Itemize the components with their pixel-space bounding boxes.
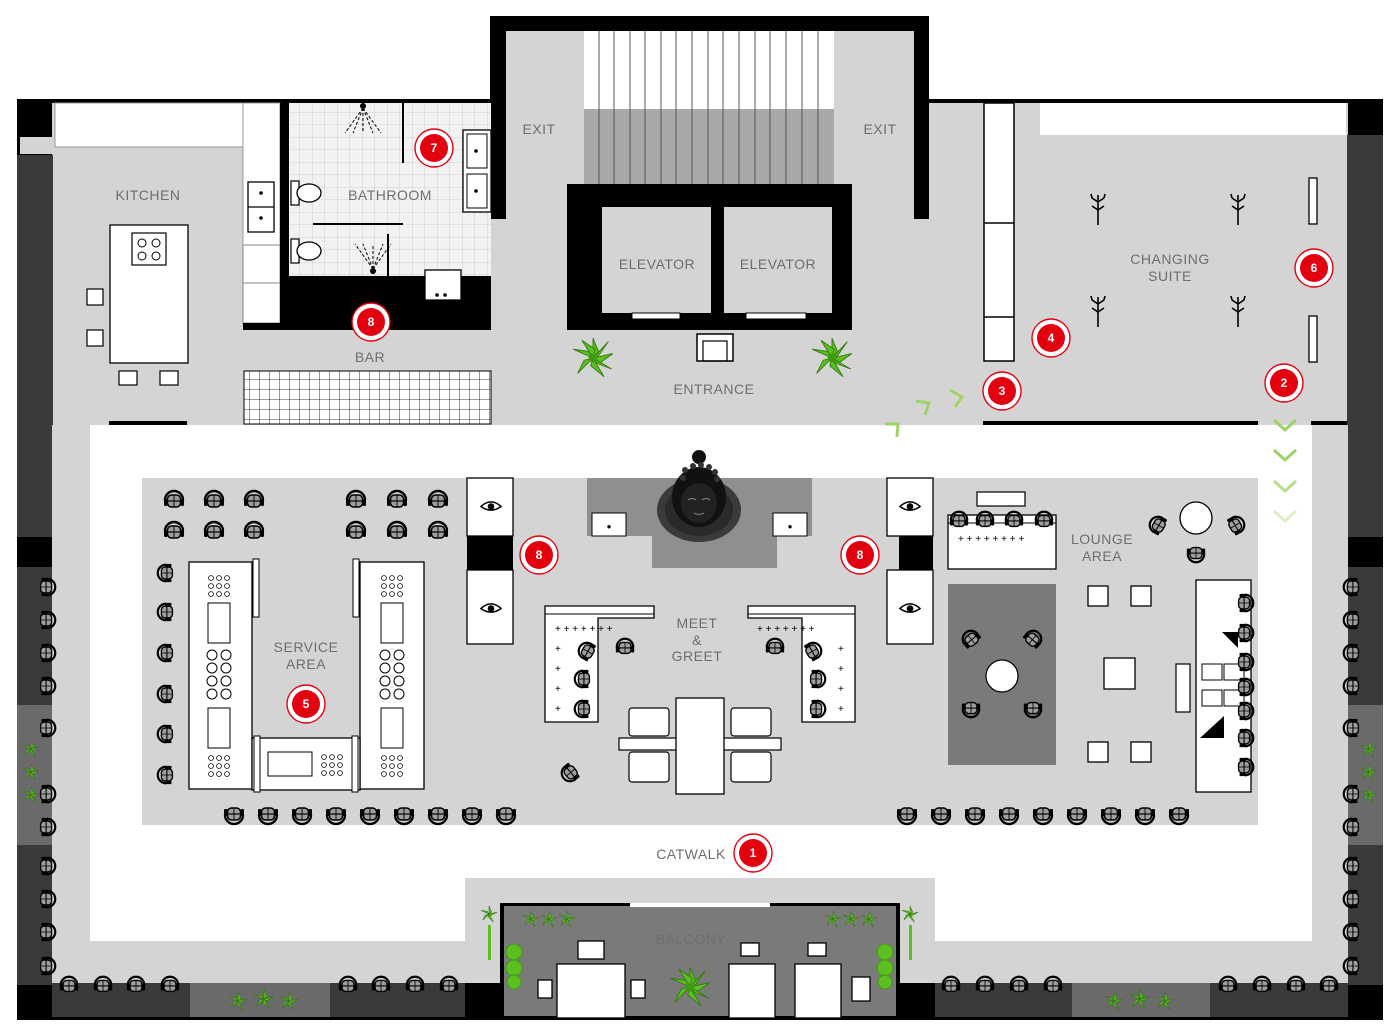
bathroom-floor (288, 103, 491, 276)
marker-6-label: 6 (1311, 261, 1318, 275)
label-kitchen: KITCHEN (116, 187, 181, 203)
marker-5-label: 5 (303, 697, 310, 711)
marker-4[interactable]: 4 (1031, 318, 1071, 358)
changing-bench (983, 102, 1015, 362)
stairs (584, 31, 834, 109)
photo-booth-right (886, 477, 934, 645)
balcony (480, 903, 919, 1019)
label-bar: BAR (355, 349, 385, 365)
bar-counter (243, 370, 492, 425)
marker-1[interactable]: 1 (733, 833, 773, 873)
bar-sink (424, 269, 462, 301)
marker-3[interactable]: 3 (982, 371, 1022, 411)
service-counter (188, 558, 425, 793)
svg-text:+ + + + + + + +: + + + + + + + + (958, 534, 1024, 545)
marker-8-photo-right[interactable]: 8 (840, 535, 880, 575)
marker-7[interactable]: 7 (414, 128, 454, 168)
elevator-left-car (602, 207, 711, 313)
toilet-icon (290, 180, 322, 206)
toilet-icon (290, 238, 322, 264)
marker-8-bar-label: 8 (368, 315, 375, 329)
svg-text:+: + (555, 704, 561, 715)
photo-booth-left (466, 477, 514, 645)
svg-text:+: + (838, 704, 844, 715)
path-arrows (885, 388, 1298, 524)
marker-8-bar[interactable]: 8 (351, 302, 391, 342)
marker-5[interactable]: 5 (286, 684, 326, 724)
marker-2[interactable]: 2 (1264, 363, 1304, 403)
svg-text:+: + (838, 684, 844, 695)
marker-3-label: 3 (999, 384, 1006, 398)
label-balcony: BALCONY (656, 931, 727, 947)
elevator-right-car (724, 207, 832, 313)
window-left (17, 155, 53, 985)
label-entrance: ENTRANCE (673, 381, 754, 397)
stove-icon (131, 232, 167, 266)
marker-1-label: 1 (750, 846, 757, 860)
svg-text:●: ● (607, 522, 612, 531)
buddha-statue-icon (657, 450, 741, 542)
svg-text:+: + (838, 664, 844, 675)
lounge-area: + + + + + + + + (947, 491, 1252, 793)
svg-text:+ + + + + + +: + + + + + + + (757, 624, 815, 635)
marker-2-label: 2 (1281, 376, 1288, 390)
label-bathroom: BATHROOM (348, 187, 432, 203)
label-exit-right: EXIT (863, 121, 896, 137)
marker-7-label: 7 (431, 141, 438, 155)
label-service-area-1: SERVICE (274, 639, 339, 655)
svg-text:+ + + + + + +: + + + + + + + (555, 624, 613, 635)
label-changing-suite-2: SUITE (1148, 268, 1192, 284)
bathroom-sinks (462, 129, 492, 213)
label-exit-left: EXIT (522, 121, 555, 137)
room-labels: KITCHEN BATHROOM EXIT EXIT ELEVATOR ELEV… (116, 121, 1210, 947)
marker-4-label: 4 (1048, 331, 1055, 345)
svg-text:+: + (555, 664, 561, 675)
label-meet-2: & (692, 632, 702, 648)
label-lounge-2: AREA (1082, 548, 1122, 564)
svg-text:+: + (838, 644, 844, 655)
svg-text:+: + (555, 644, 561, 655)
marker-6[interactable]: 6 (1294, 248, 1334, 288)
label-meet-3: GREET (672, 648, 723, 664)
marker-8-photo-left-label: 8 (536, 548, 543, 562)
svg-text:●: ● (788, 522, 793, 531)
label-service-area-2: AREA (286, 656, 326, 672)
svg-text:+: + (555, 684, 561, 695)
event-area: ● ● (188, 450, 1252, 795)
numbered-markers: 1 2 3 4 5 6 7 (286, 128, 1334, 873)
label-elevator-left: ELEVATOR (619, 256, 695, 272)
label-lounge-1: LOUNGE (1071, 531, 1133, 547)
label-catwalk: CATWALK (656, 846, 726, 862)
label-elevator-right: ELEVATOR (740, 256, 816, 272)
meet-greet-seating: + + + + + + + + + + + + + + + + + + + + + + (544, 605, 856, 795)
label-changing-suite-1: CHANGING (1130, 251, 1209, 267)
marker-8-photo-right-label: 8 (857, 548, 864, 562)
changing-wall-window (1040, 103, 1346, 135)
label-meet-1: MEET (677, 615, 718, 631)
marker-8-photo-left[interactable]: 8 (519, 535, 559, 575)
